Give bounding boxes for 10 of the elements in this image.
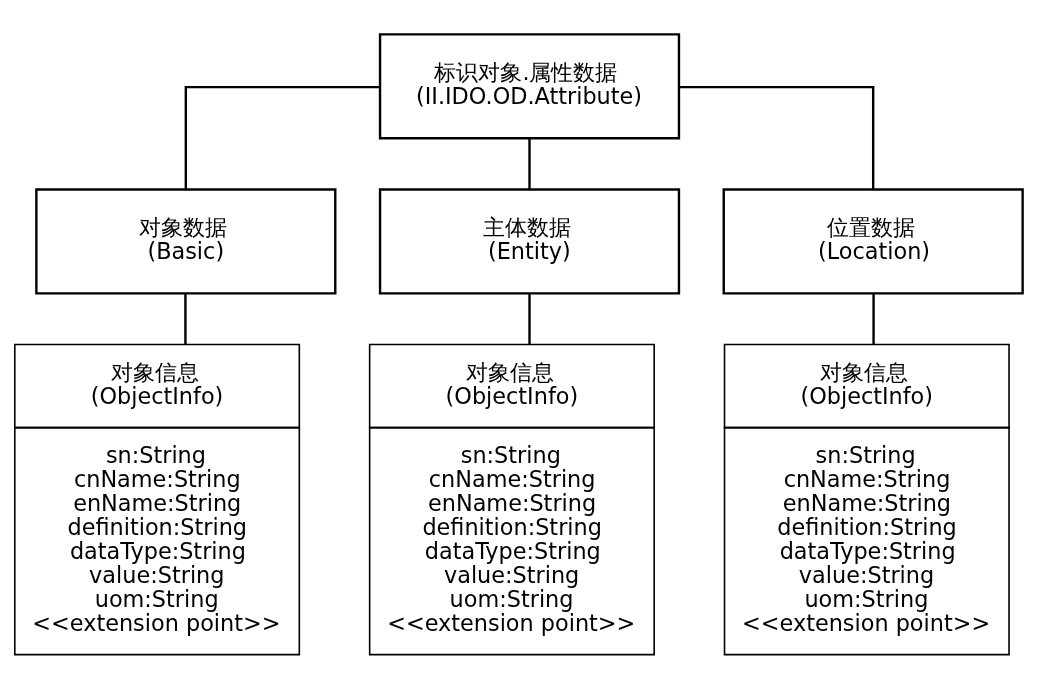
node-box: 对象数据 (Basic) <box>35 188 337 295</box>
node-box: 位置数据 (Location) <box>722 188 1024 295</box>
node-box: 标识对象.属性数据 (II.IDO.OD.Attribute) <box>378 33 681 140</box>
connector <box>184 293 187 345</box>
connector <box>679 85 875 190</box>
connector <box>528 138 531 190</box>
connector <box>528 293 531 345</box>
connector <box>872 293 875 345</box>
connector <box>184 85 380 190</box>
node-box: 主体数据 (Entity) <box>378 188 681 295</box>
